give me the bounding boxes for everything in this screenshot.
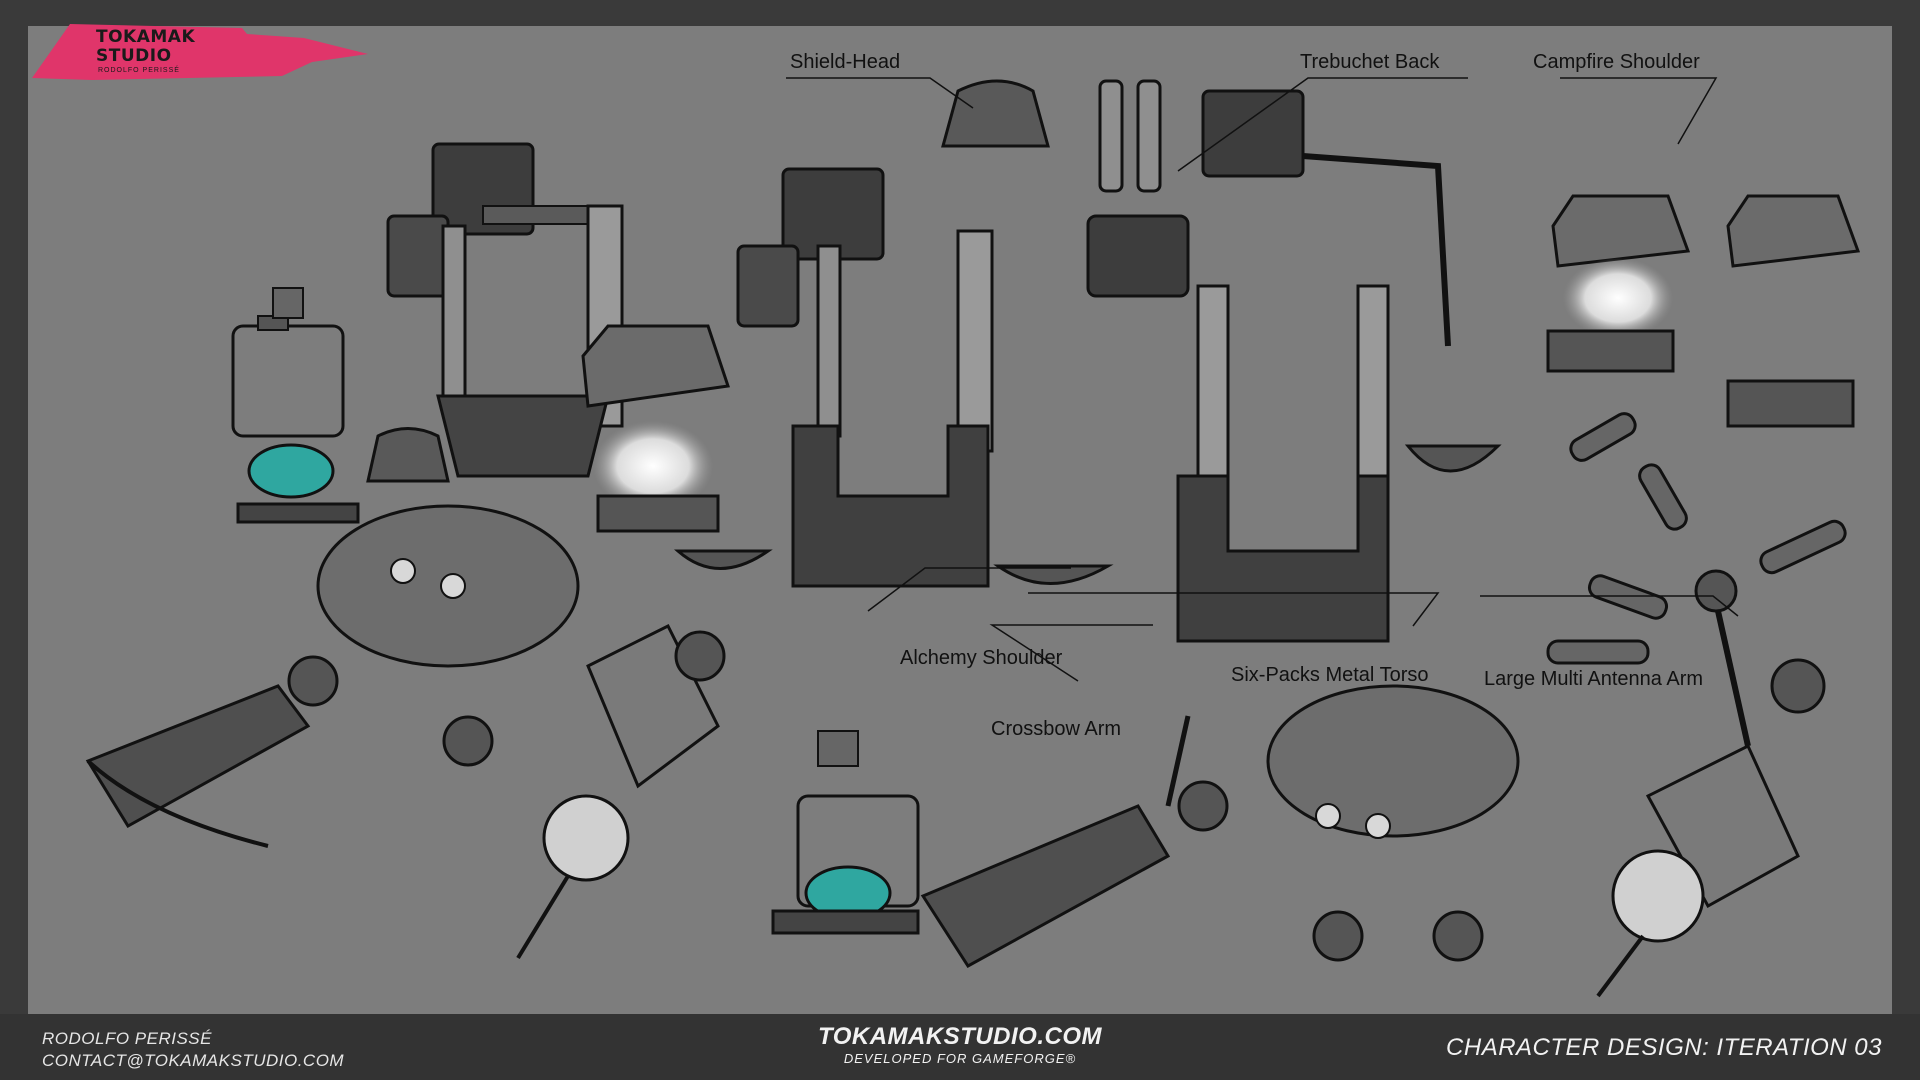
back-view-illustration xyxy=(736,167,1114,588)
footer-contact-email: CONTACT@TOKAMAKSTUDIO.COM xyxy=(42,1051,345,1070)
footer-author-block: RODOLFO PERISSÉ CONTACT@TOKAMAKSTUDIO.CO… xyxy=(42,1028,344,1072)
callout-six-packs-metal-torso: Six-Packs Metal Torso xyxy=(1231,664,1429,686)
callout-campfire-shoulder: Campfire Shoulder xyxy=(1533,51,1700,73)
footer-bar: RODOLFO PERISSÉ CONTACT@TOKAMAKSTUDIO.CO… xyxy=(0,1014,1920,1080)
footer-developed-for: DEVELOPED FOR GAMEFORGE® xyxy=(843,1051,1077,1066)
studio-logo: TOKAMAK STUDIO RODOLFO PERISSÉ xyxy=(32,20,368,84)
logo-subline: RODOLFO PERISSÉ xyxy=(98,67,180,74)
part-six-packs-metal-torso xyxy=(1266,684,1520,962)
footer-site-block: TOKAMAKSTUDIO.COM DEVELOPED FOR GAMEFORG… xyxy=(0,1023,1920,1067)
part-alchemy-shoulder xyxy=(771,730,920,935)
callout-alchemy-shoulder: Alchemy Shoulder xyxy=(900,647,1063,669)
part-crossbow-arm xyxy=(920,715,1229,968)
logo-line-1: TOKAMAK xyxy=(96,27,196,47)
footer-author: RODOLFO PERISSÉ xyxy=(42,1029,212,1048)
footer-website: TOKAMAKSTUDIO.COM xyxy=(817,1023,1103,1050)
part-large-multi-antenna-arm xyxy=(1596,569,1826,998)
logo-brush-stroke xyxy=(32,24,368,80)
callout-large-multi-antenna-arm: Large Multi Antenna Arm xyxy=(1484,668,1704,690)
part-campfire-shoulder xyxy=(1546,194,1861,665)
callout-lines xyxy=(786,77,1739,682)
concept-sheet: Shield-Head Trebuchet Back Campfire Shou… xyxy=(28,26,1892,1014)
callout-shield-head: Shield-Head xyxy=(790,51,901,73)
full-character-illustration xyxy=(85,142,773,960)
logo-line-2: STUDIO xyxy=(96,46,172,66)
callout-trebuchet-back: Trebuchet Back xyxy=(1300,51,1440,73)
part-shield-head xyxy=(941,79,1050,148)
callout-crossbow-arm: Crossbow Arm xyxy=(991,718,1122,740)
footer-sheet-title: CHARACTER DESIGN: ITERATION 03 xyxy=(1446,1034,1882,1061)
concept-artwork xyxy=(85,77,1861,998)
part-trebuchet-pieces xyxy=(1086,79,1502,643)
